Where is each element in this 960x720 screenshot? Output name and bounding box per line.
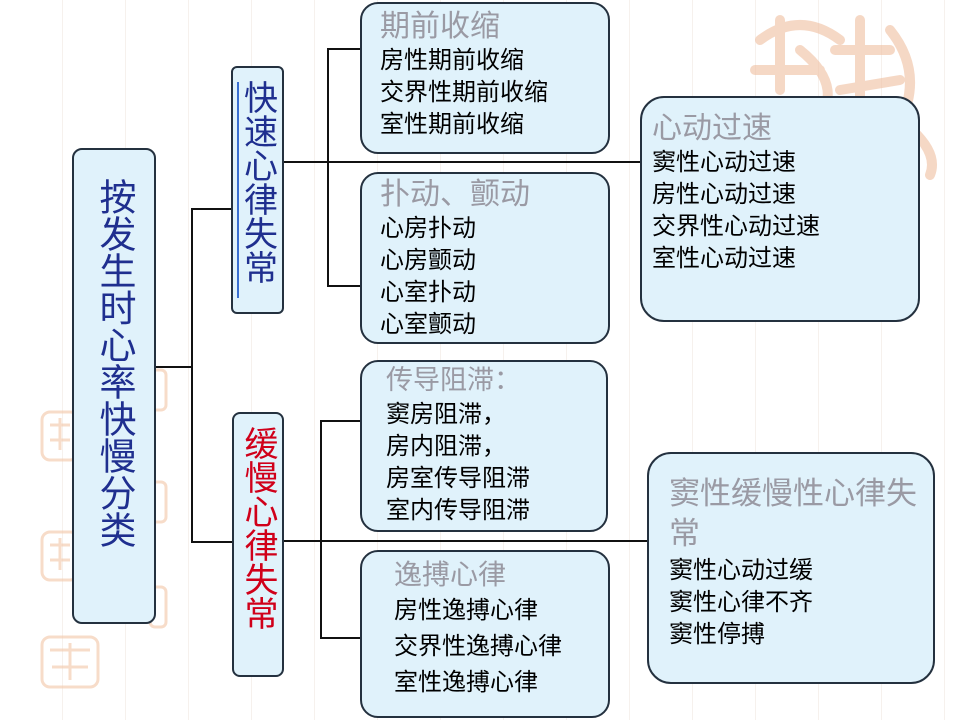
escape-item: 室性逸搏心律	[394, 668, 538, 696]
tachycardia-item: 交界性心动过速	[652, 212, 820, 240]
sinus-slow-title: 窦性缓慢性心律失常	[669, 476, 917, 552]
connector-root-vertical	[191, 208, 193, 542]
escape-rhythm-box: 逸搏心律 房性逸搏心律 交界性逸搏心律 室性逸搏心律	[360, 550, 610, 718]
connector-to-slow	[191, 541, 232, 543]
premature-item: 交界性期前收缩	[380, 78, 548, 106]
flutter-item: 心室颤动	[380, 310, 476, 338]
slow-arrhythmia-node: 缓慢心律失常	[232, 412, 284, 677]
fast-accent-bar	[237, 82, 239, 298]
slow-arrhythmia-label: 缓慢心律失常	[238, 426, 278, 630]
sinus-slow-item: 窦性停搏	[669, 620, 765, 648]
sinus-slow-item: 窦性心律不齐	[669, 588, 813, 616]
tachycardia-title: 心动过速	[652, 111, 772, 146]
tachycardia-item: 室性心动过速	[652, 244, 796, 272]
flutter-fibrillation-box: 扑动、颤动 心房扑动 心房颤动 心室扑动 心室颤动	[360, 172, 610, 344]
tachycardia-box: 心动过速 窦性心动过速 房性心动过速 交界性心动过速 室性心动过速	[640, 96, 920, 322]
premature-title: 期前收缩	[380, 9, 500, 44]
tachycardia-item: 窦性心动过速	[652, 148, 796, 176]
connector-to-flutter	[327, 285, 360, 287]
connector-to-block	[320, 420, 360, 422]
connector-slow-vertical	[320, 420, 322, 638]
fast-arrhythmia-node: 快速心律失常	[231, 66, 284, 314]
decorative-seal-top-right	[740, 0, 955, 180]
premature-item: 房性期前收缩	[380, 46, 524, 74]
root-label: 按发生时心率快慢分类	[93, 178, 136, 548]
decorative-seal-left-3	[40, 635, 100, 690]
block-item: 房室传导阻滞	[386, 464, 530, 492]
flutter-item: 心房颤动	[380, 246, 476, 274]
escape-item: 交界性逸搏心律	[394, 632, 562, 660]
root-node: 按发生时心率快慢分类	[72, 148, 156, 624]
premature-contraction-box: 期前收缩 房性期前收缩 交界性期前收缩 室性期前收缩	[360, 2, 610, 154]
connector-fast-main	[284, 161, 640, 163]
sinus-slow-box: 窦性缓慢性心律失常 窦性心动过缓 窦性心律不齐 窦性停搏	[647, 452, 935, 684]
connector-root-stub	[156, 366, 192, 368]
conduction-block-box: 传导阻滞： 窦房阻滞， 房内阻滞， 房室传导阻滞 室内传导阻滞	[360, 360, 608, 532]
escape-title: 逸搏心律	[394, 558, 507, 591]
flutter-item: 心房扑动	[380, 214, 476, 242]
block-item: 房内阻滞，	[386, 432, 506, 460]
fast-arrhythmia-label: 快速心律失常	[237, 80, 278, 284]
flutter-item: 心室扑动	[380, 278, 476, 306]
connector-to-fast	[191, 208, 231, 210]
premature-item: 室性期前收缩	[380, 110, 524, 138]
flutter-title: 扑动、颤动	[380, 177, 530, 212]
escape-item: 房性逸搏心律	[394, 596, 538, 624]
connector-fast-vertical	[327, 48, 329, 286]
connector-slow-main	[284, 540, 648, 542]
connector-to-escape	[320, 637, 360, 639]
sinus-slow-item: 窦性心动过缓	[669, 556, 813, 584]
tachycardia-item: 房性心动过速	[652, 180, 796, 208]
block-title: 传导阻滞：	[386, 365, 521, 396]
block-item: 室内传导阻滞	[386, 496, 530, 524]
connector-to-premature	[327, 48, 360, 50]
block-item: 窦房阻滞，	[386, 400, 506, 428]
